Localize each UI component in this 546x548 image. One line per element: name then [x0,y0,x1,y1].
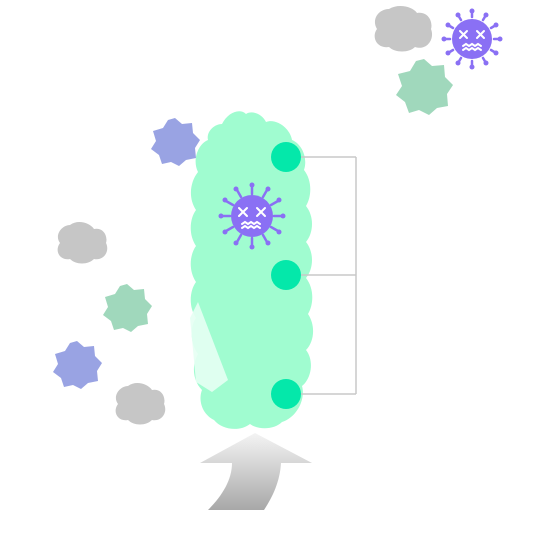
particle-gray-top-right [374,6,433,52]
particle-green-top-right [396,59,453,115]
marker-dot-top [271,142,301,172]
particle-green-left [103,284,152,332]
virus-icon-capsule [218,182,286,250]
particle-blue-top [151,118,200,166]
capsule-body [190,111,314,429]
virus-icon-top-right [441,8,503,70]
curved-arrow-icon [200,433,312,510]
marker-dot-middle [271,260,301,290]
capsule-highlight [190,302,228,392]
marker-dot-bottom [271,379,301,409]
particle-blue-left [53,341,102,389]
particle-gray-bottom [115,383,166,425]
particle-gray-left [57,222,108,264]
